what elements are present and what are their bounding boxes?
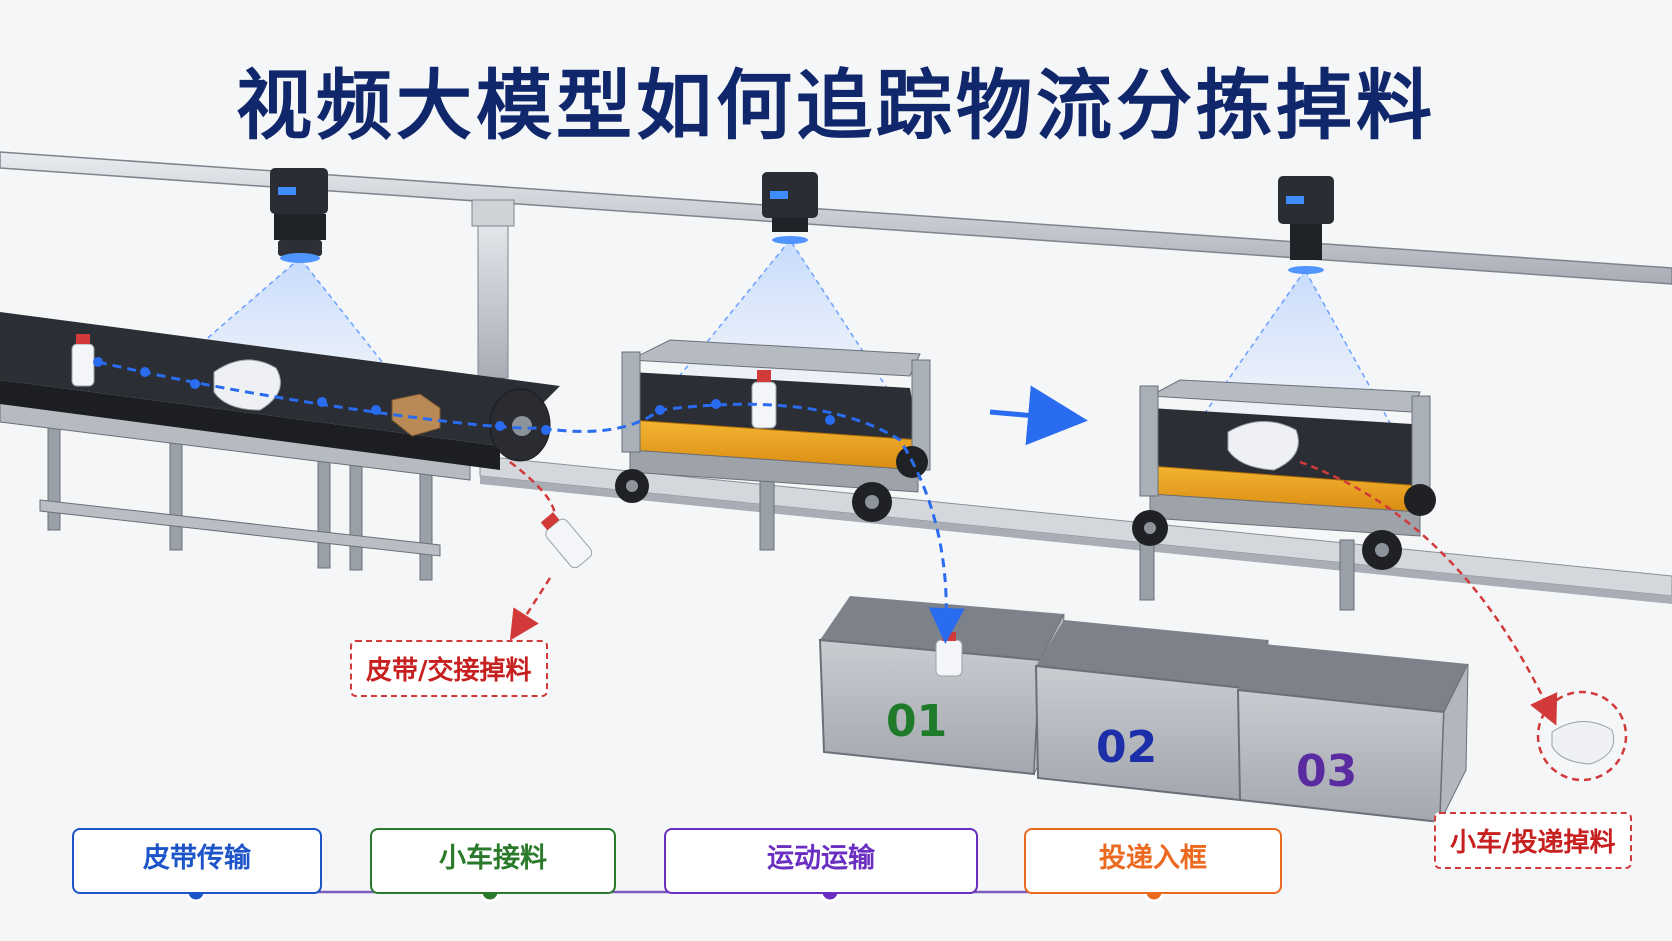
stage-cart-pickup: 小车接料 (370, 828, 616, 894)
drop-path-cart (1299, 460, 1558, 726)
bin-01-label: 01 (886, 696, 948, 747)
camera-3 (1278, 176, 1334, 274)
drop-path-belt (509, 461, 556, 521)
cart-delivery-drop-label: 小车/投递掉料 (1434, 812, 1632, 869)
floor-rail (479, 455, 1672, 604)
bin-03 (1236, 644, 1469, 824)
drop-arrow-belt (509, 577, 552, 641)
stage-motion-transport: 运动运输 (664, 828, 978, 894)
stage-belt-transport: 皮带传输 (72, 828, 322, 894)
camera-1 (270, 168, 328, 263)
bin-02 (1034, 620, 1269, 802)
travel-direction-arrow (989, 385, 1088, 446)
bin-03-label: 03 (1296, 746, 1358, 797)
box-on-belt (391, 393, 441, 437)
dropped-bag (1536, 690, 1628, 782)
stage-delivery-into-bin: 投递入框 (1024, 828, 1282, 894)
overhead-rail (0, 151, 1672, 379)
belt-handoff-drop-label: 皮带/交接掉料 (350, 640, 548, 697)
bin-02-label: 02 (1096, 722, 1158, 773)
bag-on-cart (1227, 421, 1299, 471)
bag-on-belt (213, 359, 281, 411)
camera-2 (762, 172, 818, 244)
page-title: 视频大模型如何追踪物流分拣掉料 (236, 61, 1436, 150)
bin-01 (818, 596, 1065, 776)
dropped-bottle (540, 512, 593, 569)
tracking-path (93, 357, 965, 644)
